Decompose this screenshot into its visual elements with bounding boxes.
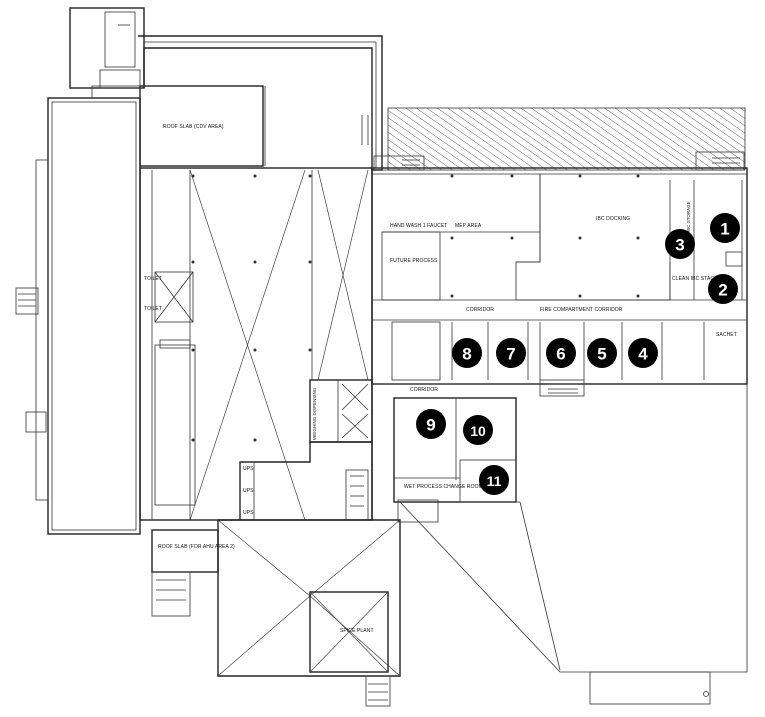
svg-text:8: 8 [462, 345, 471, 364]
svg-text:4: 4 [638, 345, 648, 364]
svg-text:10: 10 [470, 423, 486, 439]
roof-slab-upper [91, 35, 383, 171]
northeast-block [371, 151, 748, 397]
svg-text:9: 9 [426, 416, 435, 435]
hatched-zone [387, 107, 746, 171]
svg-text:6: 6 [556, 345, 565, 364]
svg-text:7: 7 [506, 345, 515, 364]
ibc-storage-label: IBC STORAGE [686, 201, 691, 232]
toilet-label-2: TOILET [144, 306, 162, 312]
top-annex [69, 7, 145, 89]
south-area [217, 501, 561, 707]
wet-process-change-room-label: WET PROCESS CHANGE ROOM [404, 484, 483, 490]
ups-label-3: UPS [243, 510, 254, 516]
future-process-label: FUTURE PROCESS [390, 258, 438, 264]
marker-7: 7 [496, 338, 526, 368]
roof-slab-ahu [151, 529, 219, 617]
svg-text:2: 2 [718, 281, 727, 300]
marker-2: 2 [708, 274, 738, 304]
roof-slab-ahu-label: ROOF SLAB (FOR AHU AREA 2) [158, 544, 235, 550]
column-markers [191, 174, 640, 442]
toilet-label-1: TOILET [144, 276, 162, 282]
weighing-dispensing-label: WEIGHING DISPENSING [312, 387, 317, 440]
svg-text:5: 5 [597, 345, 606, 364]
hand-wash-label: HAND WASH 1 FAUCET [390, 223, 447, 229]
svg-text:11: 11 [487, 473, 502, 489]
wet-process-block [393, 397, 517, 523]
marker-1: 1 [710, 213, 740, 243]
marker-3: 3 [665, 229, 695, 259]
ups-label-2: UPS [243, 488, 254, 494]
ups-label-1: UPS [243, 466, 254, 472]
marker-5: 5 [587, 338, 617, 368]
west-block [15, 97, 141, 535]
clean-ibc-staging-label: CLEAN IBC STAGING [672, 276, 724, 282]
fire-corridor-label: FIRE COMPARTMENT CORRIDOR [540, 307, 623, 313]
central-core [239, 379, 373, 521]
ibc-docking-label: IBC DOCKING [596, 216, 630, 222]
roof-slab-cdv-label: ROOF SLAB (CDV AREA) [163, 124, 224, 130]
corridor-label-2: CORRIDOR [410, 387, 438, 393]
mep-area-label: MEP AREA [455, 223, 482, 229]
svg-text:1: 1 [720, 220, 729, 239]
marker-4: 4 [628, 338, 658, 368]
marker-6: 6 [546, 338, 576, 368]
east-ground [399, 384, 748, 705]
marker-8: 8 [452, 338, 482, 368]
central-hall [139, 167, 373, 521]
corridor-label-1: CORRIDOR [466, 307, 494, 313]
marker-10: 10 [463, 415, 493, 445]
svg-text:3: 3 [675, 236, 684, 255]
spice-plant-label: SPICE PLANT [340, 628, 374, 634]
marker-11: 11 [479, 465, 509, 495]
sachet-label: SACHET [716, 332, 737, 338]
marker-9: 9 [416, 409, 446, 439]
